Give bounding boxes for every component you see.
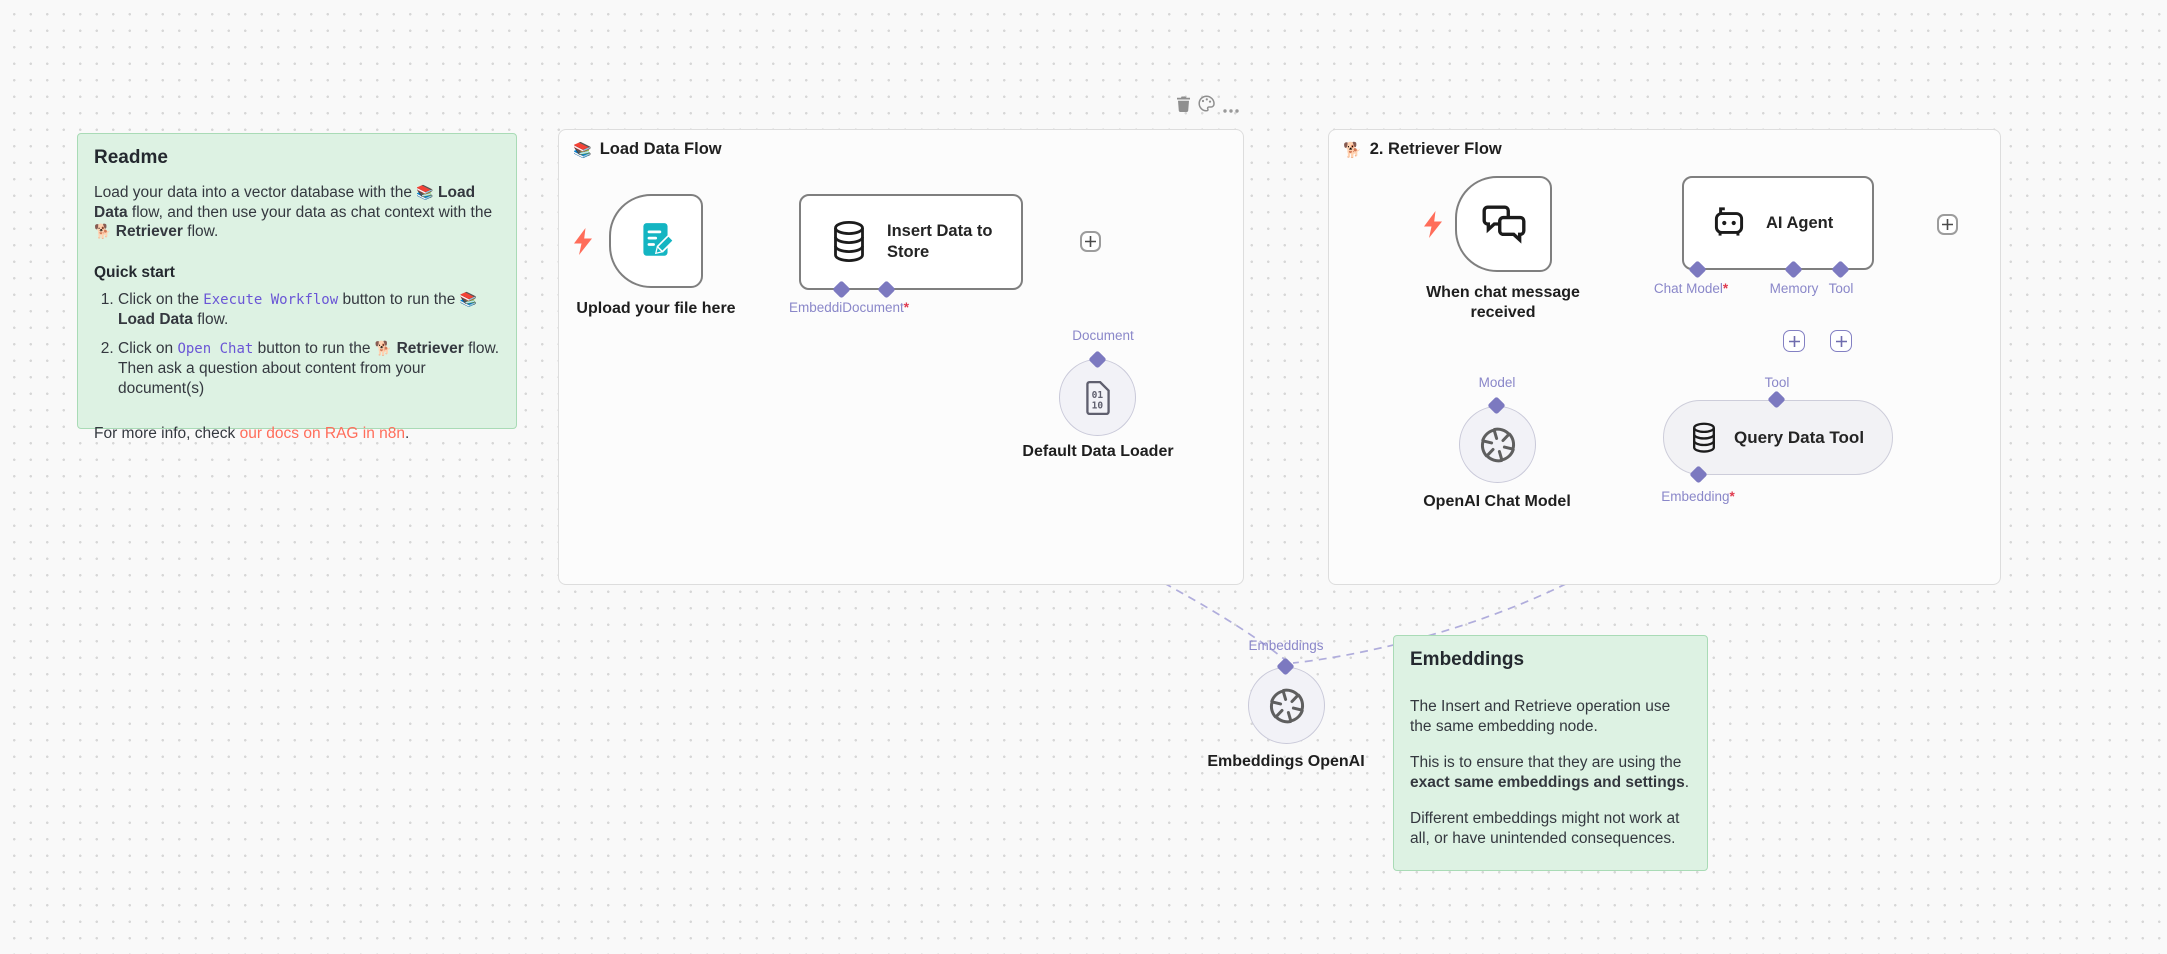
node-openai-chat-model[interactable] [1459, 406, 1536, 483]
port-label-tool: Tool [1828, 281, 1854, 296]
readme-title: Readme [94, 147, 168, 168]
readme-sticky-note[interactable]: Readme Load your data into a vector data… [77, 133, 517, 442]
openai-logo-icon [1269, 688, 1304, 723]
embeddings-note-p1: The Insert and Retrieve operation use th… [1410, 698, 1671, 735]
port-label-query-tool: Tool [1764, 375, 1790, 390]
palette-icon [1198, 95, 1215, 112]
quick-start-step-2: Click on Open Chat button to run the 🐕 R… [118, 339, 500, 399]
section-retriever-flow[interactable]: 🐕 2. Retriever Flow [1328, 129, 2001, 585]
embeddings-sticky-note[interactable]: Embeddings The Insert and Retrieve opera… [1393, 635, 1708, 871]
port-label-memory: Memory [1769, 281, 1819, 296]
port-label-embedding-document: EmbeddiDocument* [788, 300, 910, 315]
port-label-embeddings: Embeddings [1248, 638, 1324, 653]
node-title-query-data-tool: Query Data Tool [1734, 428, 1865, 447]
embeddings-note-p2: This is to ensure that they are using th… [1410, 754, 1690, 791]
node-chat-trigger[interactable] [1455, 176, 1552, 272]
section-retriever-title: 🐕 2. Retriever Flow [1343, 140, 1502, 159]
readme-footer[interactable]: For more info, check our docs on RAG in … [94, 425, 410, 442]
database-icon [1693, 422, 1715, 453]
more-options-button[interactable] [1222, 101, 1240, 119]
node-title-ai-agent: AI Agent [1766, 213, 1834, 232]
books-emoji-icon: 📚 [573, 141, 592, 159]
add-node-after-insert-button[interactable] [1080, 231, 1101, 252]
plus-icon [1835, 335, 1847, 347]
node-default-data-loader[interactable]: 01 10 [1059, 359, 1136, 436]
embeddings-note-p3: Different embeddings might not work at a… [1410, 810, 1680, 847]
port-label-embedding: Embedding* [1661, 489, 1735, 504]
trigger-lightning-icon [574, 228, 592, 255]
port-label-model: Model [1478, 375, 1516, 390]
svg-text:10: 10 [1091, 400, 1103, 411]
quick-start-heading: Quick start [94, 263, 175, 281]
port-label-chat-model: Chat Model* [1653, 281, 1729, 296]
readme-paragraph: Load your data into a vector database wi… [94, 184, 493, 240]
delete-sticky-button[interactable] [1176, 96, 1191, 117]
color-palette-button[interactable] [1198, 95, 1215, 117]
node-ai-agent[interactable]: AI Agent [1682, 176, 1874, 270]
database-icon [834, 221, 864, 262]
trigger-lightning-icon [1424, 211, 1442, 238]
openai-logo-icon [1480, 427, 1515, 462]
quick-start-list: Click on the Execute Workflow button to … [98, 290, 500, 399]
node-insert-data-to-store[interactable]: Insert Data to Store [799, 194, 1023, 290]
robot-icon [1714, 207, 1744, 236]
form-icon [643, 223, 674, 256]
node-label-default-data-loader: Default Data Loader [1022, 443, 1174, 460]
chat-bubbles-icon [1482, 205, 1525, 244]
dog-emoji-icon: 🐕 [1343, 141, 1362, 159]
node-upload-file-trigger[interactable] [609, 194, 703, 288]
add-node-after-agent-button[interactable] [1937, 214, 1958, 235]
node-label-embeddings-openai: Embeddings OpenAI [1207, 753, 1365, 770]
ellipsis-icon [1223, 109, 1239, 113]
svg-text:01: 01 [1091, 390, 1103, 401]
quick-start-step-1: Click on the Execute Workflow button to … [118, 290, 500, 330]
port-label-document: Document [1072, 328, 1134, 343]
node-embeddings-openai[interactable] [1248, 667, 1325, 744]
section-load-data-title: 📚 Load Data Flow [573, 140, 722, 159]
embeddings-note-title: Embeddings [1410, 649, 1525, 670]
node-label-openai-chat-model: OpenAI Chat Model [1423, 493, 1571, 510]
plus-icon [1788, 335, 1800, 347]
node-label-chat-trigger: When chat message received [1426, 284, 1580, 321]
binary-file-icon: 01 10 [1085, 380, 1110, 415]
trash-icon [1177, 96, 1190, 113]
add-tool-button[interactable] [1830, 330, 1852, 352]
node-label-upload: Upload your file here [576, 300, 736, 317]
add-memory-button[interactable] [1783, 330, 1805, 352]
node-title-insert: Insert Data to Store [887, 222, 993, 261]
node-query-data-tool[interactable]: Query Data Tool [1663, 400, 1893, 475]
plus-icon [1085, 236, 1096, 247]
plus-icon [1942, 219, 1953, 230]
